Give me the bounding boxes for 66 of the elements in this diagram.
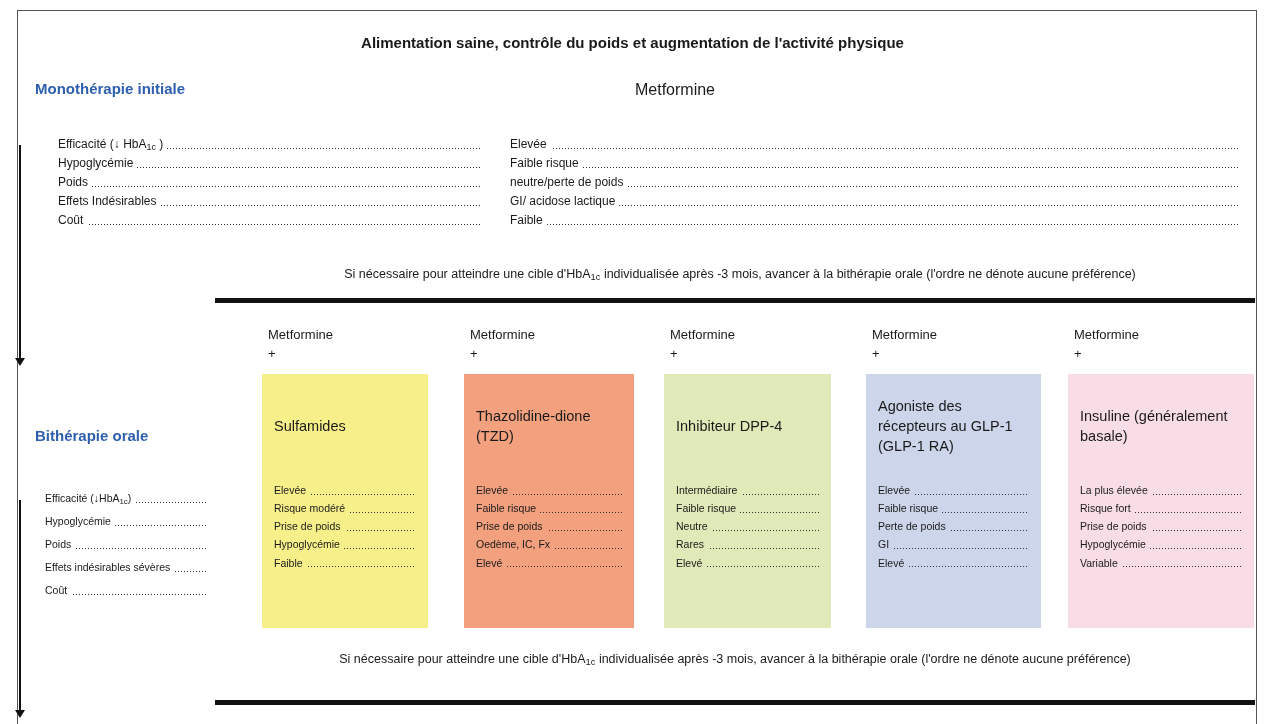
row-label: Faible risque	[676, 502, 741, 516]
drug-label: Metformine	[1074, 326, 1140, 344]
row-label: Elevé	[878, 556, 909, 570]
row-label: Elevé	[476, 556, 507, 570]
plus-sign: +	[1074, 345, 1082, 363]
section-heading: Monothérapie initiale	[35, 79, 185, 99]
row-label: Hypoglycémie	[45, 515, 115, 529]
row-label: Elevé	[676, 556, 707, 570]
row-label: Faible risque	[476, 502, 541, 516]
row-label: La plus élevée	[1080, 484, 1152, 498]
row-label: Oedème, IC, Fx	[476, 538, 555, 552]
row-label: Faible	[274, 556, 307, 570]
note: Si nécessaire pour atteindre une cible d'HbA$_{1c}$ individualisée après -3 mois, avancer à la bithérapie orale (l'ordre ne dénote aucune préférence)	[343, 266, 1137, 284]
plus-sign: +	[268, 345, 276, 363]
drug-class-box	[664, 374, 831, 628]
section-heading: Bithérapie orale	[35, 426, 149, 446]
row-label: Rares	[676, 538, 708, 552]
row-label: Risque modéré	[274, 502, 350, 516]
row-label: Elevée	[274, 484, 311, 498]
row-label: Poids	[45, 538, 76, 552]
row-label: Risque fort	[1080, 502, 1135, 516]
drug-class-box	[262, 374, 428, 628]
row-label: Intermédiaire	[676, 484, 742, 498]
drug-heading: Metformine	[634, 80, 716, 100]
row-label: Effets indésirables sévères	[45, 561, 175, 575]
row-label: Faible risque	[510, 156, 583, 171]
drug-class-box	[1068, 374, 1254, 628]
row-label: Faible risque	[878, 502, 943, 516]
drug-class-box	[866, 374, 1041, 628]
row-label: Efficacité (↓ HbA$_{1c}$ )	[58, 137, 168, 152]
plus-sign: +	[670, 345, 678, 363]
row-label: Faible	[510, 213, 547, 228]
row-label: Hypoglycémie	[1080, 538, 1150, 552]
class-heading: Thazolidine-dione (TZD)	[476, 407, 592, 446]
row-label: Efficacité (↓HbA$_{1c}$)	[45, 492, 136, 506]
row-label: Effets Indésirables	[58, 194, 161, 209]
title: Alimentation saine, contrôle du poids et augmentation de l'activité physique	[360, 33, 905, 53]
class-heading: Inhibiteur DPP-4	[676, 417, 783, 436]
row-label: Elevée	[510, 137, 551, 152]
row-label: Prise de poids	[1080, 520, 1151, 534]
row-label: Hypoglycémie	[58, 156, 138, 171]
plus-sign: +	[872, 345, 880, 363]
note: Si nécessaire pour atteindre une cible d'HbA$_{1c}$ individualisée après -3 mois, avancer à la bithérapie orale (l'ordre ne dénote aucune préférence)	[338, 651, 1132, 669]
row-label: Neutre	[676, 520, 712, 534]
row-label: neutre/perte de poids	[510, 175, 628, 190]
class-heading: Agoniste des récepteurs au GLP-1 (GLP-1 RA)	[878, 397, 1014, 456]
row-label: Perte de poids	[878, 520, 950, 534]
row-label: Hypoglycémie	[274, 538, 344, 552]
row-label: Poids	[58, 175, 93, 190]
row-label: Elevée	[476, 484, 513, 498]
class-heading: Insuline (généralement basale)	[1080, 407, 1229, 446]
drug-label: Metformine	[268, 326, 334, 344]
row-label: GI	[878, 538, 894, 552]
row-label: Variable	[1080, 556, 1122, 570]
row-label: Prise de poids	[476, 520, 547, 534]
drug-label: Metformine	[670, 326, 736, 344]
drug-label: Metformine	[872, 326, 938, 344]
row-label: Coût	[58, 213, 88, 228]
class-heading: Sulfamides	[274, 417, 346, 436]
drug-label: Metformine	[470, 326, 536, 344]
plus-sign: +	[470, 345, 478, 363]
row-label: GI/ acidose lactique	[510, 194, 620, 209]
drug-class-box	[464, 374, 634, 628]
row-label: Prise de poids	[274, 520, 345, 534]
row-label: Coût	[45, 584, 72, 598]
row-label: Elevée	[878, 484, 915, 498]
